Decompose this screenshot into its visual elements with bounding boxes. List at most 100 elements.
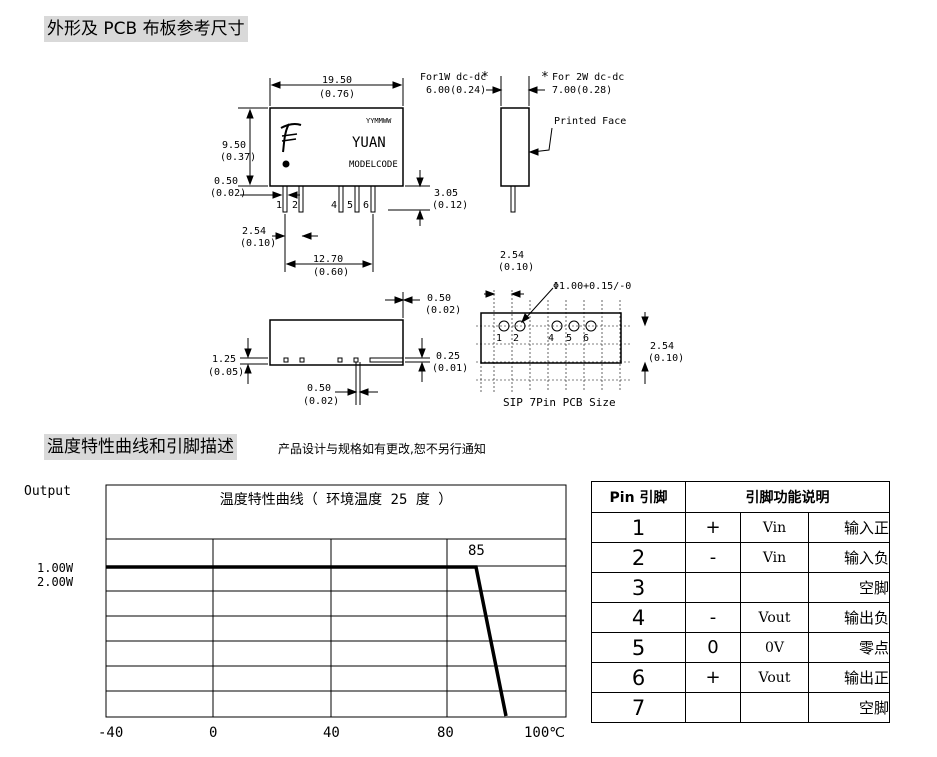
pcb-pin-2: 2 <box>513 333 519 344</box>
module-body-front <box>269 107 404 187</box>
chart-ylabel: Output <box>24 484 71 499</box>
function-cell: 输出正 <box>808 662 890 693</box>
x-tick-label: 100℃ <box>524 725 565 741</box>
pin-cell: 4 <box>591 602 686 633</box>
dim-bottom-right-in: (0.01) <box>432 363 468 374</box>
function-cell: 输入正 <box>808 512 890 543</box>
pin-cell: 1 <box>591 512 686 543</box>
dim-pitch-in: (0.10) <box>240 238 276 249</box>
dim-bottom-left: 1.25 <box>212 354 236 365</box>
pcb-outline <box>480 312 622 364</box>
dim-width: 19.50 <box>322 75 352 86</box>
sign-cell: - <box>685 542 741 573</box>
derating-curve <box>106 565 508 717</box>
pcb-pitch: 2.54 <box>500 250 524 261</box>
dim-bottom-pin-in: (0.02) <box>303 396 339 407</box>
module-body-side <box>500 107 530 187</box>
dim-bottom-pin: 0.50 <box>307 383 331 394</box>
dim-pin-width-in: (0.02) <box>210 188 246 199</box>
sign-cell: 0 <box>685 632 741 663</box>
dimension-drawing: 19.50 (0.76) 9.50 (0.37) 0.50 (0.02) 2.5… <box>208 70 684 409</box>
model-code: MODELCODE <box>349 160 398 170</box>
dim-bottom-top: 0.50 <box>427 293 451 304</box>
section-title-temperature: 温度特性曲线和引脚描述 <box>44 434 237 460</box>
pcb-side-in: (0.10) <box>648 353 684 364</box>
pcb-pin-6: 6 <box>583 333 589 344</box>
derating-annotation: 85 <box>468 543 485 559</box>
table-row: 7 空脚 <box>591 692 890 723</box>
brand-logo-icon <box>280 123 302 153</box>
pcb-pin-4: 4 <box>548 333 554 344</box>
module-body-bottom <box>269 319 404 366</box>
pin-cell: 6 <box>591 662 686 693</box>
sign-cell: + <box>685 662 741 693</box>
thickness-1w: For1W dc-dc <box>420 72 486 83</box>
signal-cell <box>740 572 809 603</box>
x-tick-label: -40 <box>98 725 123 741</box>
dim-pitch: 2.54 <box>242 226 266 237</box>
function-cell: 输入负 <box>808 542 890 573</box>
dim-span-in: (0.60) <box>313 267 349 278</box>
pcb-pin-1: 1 <box>496 333 502 344</box>
asterisk-2w: * <box>541 70 549 85</box>
dim-bottom-left-in: (0.05) <box>208 367 244 378</box>
x-tick-label: 40 <box>323 725 340 741</box>
dim-span: 12.70 <box>313 254 343 265</box>
function-cell: 空脚 <box>808 692 890 723</box>
asterisk-1w: * <box>481 70 489 85</box>
printed-face-label: Printed Face <box>554 116 626 127</box>
sign-cell: - <box>685 602 741 633</box>
function-cell: 空脚 <box>808 572 890 603</box>
thickness-2w: For 2W dc-dc <box>552 72 624 83</box>
dim-height-in: (0.37) <box>220 152 256 163</box>
table-row: 3 空脚 <box>591 572 890 603</box>
signal-cell: Vin <box>740 542 809 573</box>
thickness-1w-value: 6.00(0.24) <box>426 85 486 96</box>
pcb-pin-5: 5 <box>566 333 572 344</box>
pin-number-4: 4 <box>331 200 337 211</box>
change-notice: 产品设计与规格如有更改,恕不另行通知 <box>278 442 486 456</box>
pcb-hole-size: Φ1.00+0.15/-0 <box>553 281 631 292</box>
pin-cell: 2 <box>591 542 686 573</box>
sign-cell <box>685 692 741 723</box>
pin-number-2: 2 <box>292 200 298 211</box>
x-tick-label: 0 <box>209 725 217 741</box>
pin-cell: 5 <box>591 632 686 663</box>
pcb-caption: SIP 7Pin PCB Size <box>503 396 616 409</box>
date-code: YYMMWW <box>366 117 392 125</box>
function-cell: 零点 <box>808 632 890 663</box>
pin-number-6: 6 <box>363 200 369 211</box>
pcb-pitch-in: (0.10) <box>498 262 534 273</box>
dim-height: 9.50 <box>222 140 246 151</box>
section-title-dimensions: 外形及 PCB 布板参考尺寸 <box>44 16 248 42</box>
x-tick-label: 80 <box>437 725 454 741</box>
dim-bottom-right: 0.25 <box>436 351 460 362</box>
y-tick-label-1: 1.00W <box>37 561 74 575</box>
pin-cell: 7 <box>591 692 686 723</box>
signal-cell <box>740 692 809 723</box>
signal-cell: 0V <box>740 632 809 663</box>
dim-bottom-top-in: (0.02) <box>425 305 461 316</box>
signal-cell: Vout <box>740 662 809 693</box>
pin-number-5: 5 <box>347 200 353 211</box>
dim-width-in: (0.76) <box>319 89 355 100</box>
pin-number-1: 1 <box>276 200 282 211</box>
signal-cell: Vin <box>740 512 809 543</box>
sign-cell: + <box>685 512 741 543</box>
thickness-2w-value: 7.00(0.28) <box>552 85 612 96</box>
temperature-chart: Output 温度特性曲线（ 环境温度 25 度 ） 1.00W 2.00W -… <box>24 484 567 741</box>
function-cell: 输出负 <box>808 602 890 633</box>
pin-table-header-function: 引脚功能说明 <box>685 481 890 513</box>
pin1-marker-dot <box>282 160 290 168</box>
pin-table-header-pin: Pin 引脚 <box>591 481 686 513</box>
y-tick-label-2: 2.00W <box>37 575 74 589</box>
pin-cell: 3 <box>591 572 686 603</box>
sign-cell <box>685 572 741 603</box>
chart-frame <box>105 484 567 718</box>
